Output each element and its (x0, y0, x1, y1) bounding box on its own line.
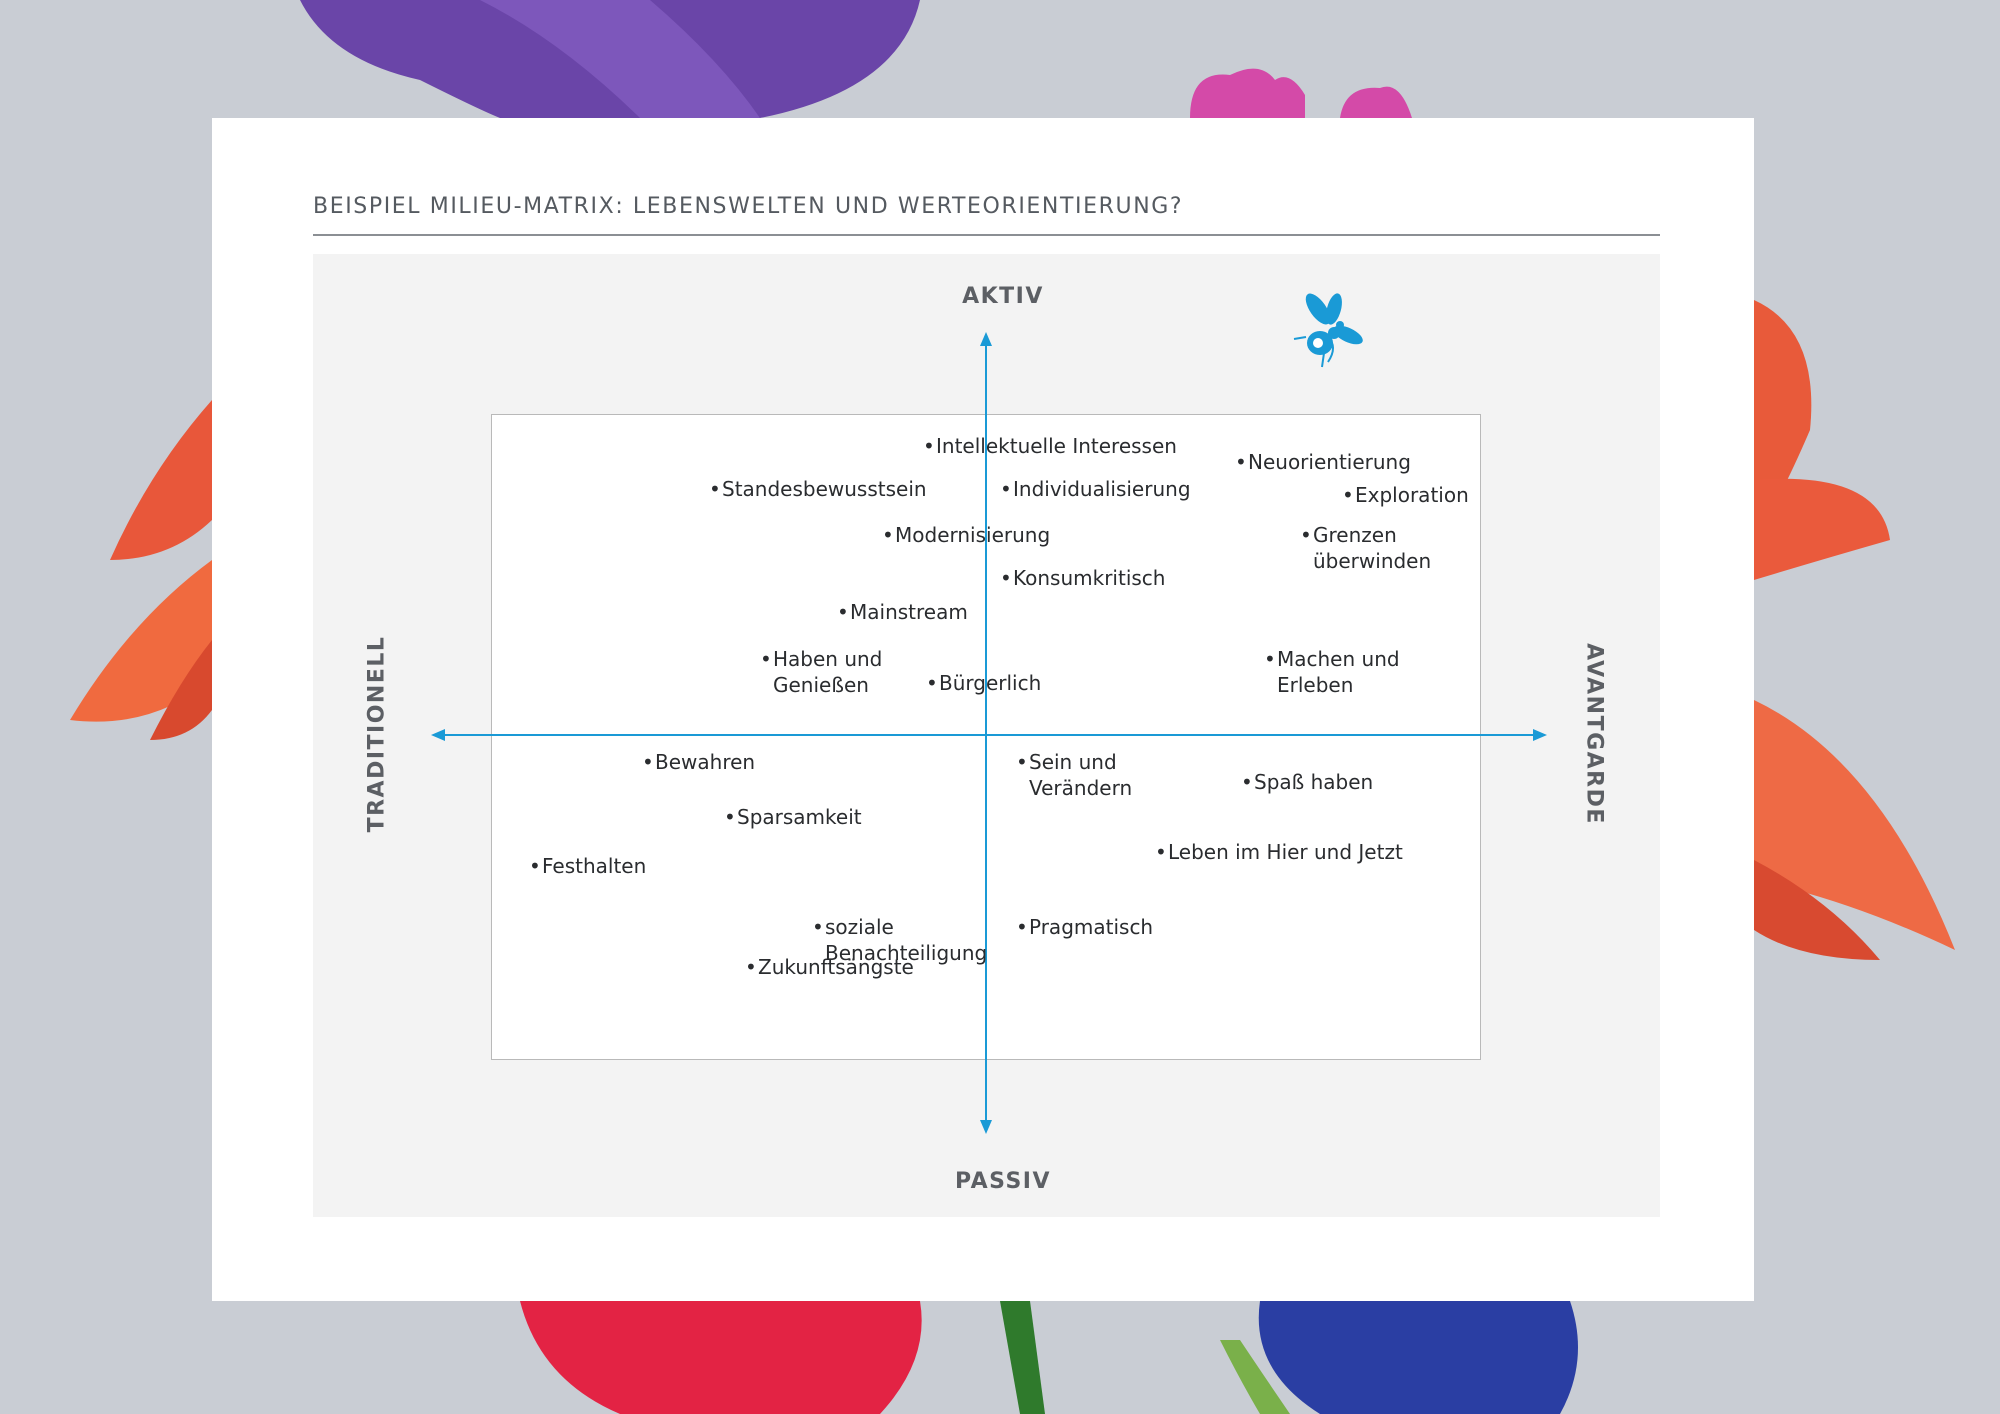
item-label: Individualisierung (1013, 477, 1191, 501)
item-label: Festhalten (542, 854, 647, 878)
matrix-panel: AKTIV PASSIV TRADITIONELL AVANTGARDE •In… (313, 254, 1660, 1217)
arrow-left (431, 729, 445, 741)
bee-icon (1293, 293, 1363, 368)
list-item: •Sein und Verändern (1016, 750, 1133, 800)
matrix-card: BEISPIEL MILIEU-MATRIX: LEBENSWELTEN UND… (212, 118, 1754, 1301)
item-label: Grenzen überwinden (1313, 523, 1432, 573)
axis-label-right-text: AVANTGARDE (1581, 643, 1607, 825)
list-item: •Leben im Hier und Jetzt (1155, 840, 1403, 864)
list-item: •Neuorientierung (1235, 450, 1411, 474)
axis-label-left-text: TRADITIONELL (364, 635, 390, 833)
item-label: Pragmatisch (1029, 915, 1154, 939)
list-item: •Exploration (1342, 483, 1469, 507)
list-item: •Intellektuelle Interessen (923, 434, 1177, 458)
item-label: Bewahren (655, 750, 756, 774)
list-item: •soziale Benachteiligung (812, 915, 988, 965)
arrow-up (980, 332, 992, 346)
item-label: Neuorientierung (1248, 450, 1411, 474)
item-label: Machen und Erleben (1277, 647, 1400, 697)
item-label: Bürgerlich (939, 671, 1042, 695)
item-label: Haben und Genießen (773, 647, 883, 697)
item-label: Spaß haben (1254, 770, 1374, 794)
item-label: Leben im Hier und Jetzt (1168, 840, 1403, 864)
list-item: •Pragmatisch (1016, 915, 1154, 939)
arrow-down (980, 1120, 992, 1134)
item-label: Konsumkritisch (1013, 566, 1166, 590)
list-item: •Mainstream (837, 600, 968, 624)
item-label: Sparsamkeit (737, 805, 862, 829)
list-item: •Bewahren (642, 750, 756, 774)
item-label: Mainstream (850, 600, 968, 624)
list-item: •Individualisierung (1000, 477, 1191, 501)
list-item: •Machen und Erleben (1264, 647, 1400, 697)
list-item: •Haben und Genießen (760, 647, 883, 697)
axis-label-top: AKTIV (962, 284, 1044, 309)
list-item: •Konsumkritisch (1000, 566, 1166, 590)
list-item: •Spaß haben (1241, 770, 1374, 794)
list-item: •Standesbewusstsein (709, 477, 927, 501)
item-label: Modernisierung (895, 523, 1051, 547)
list-item: •Festhalten (529, 854, 647, 878)
item-label: Sein und Verändern (1029, 750, 1133, 800)
title-divider (313, 234, 1660, 236)
item-label: Zukunftsängste (758, 955, 914, 979)
list-item: •Grenzen überwinden (1300, 523, 1432, 573)
axes (431, 332, 1547, 1134)
list-item: •Sparsamkeit (724, 805, 862, 829)
list-item: •Modernisierung (882, 523, 1051, 547)
item-label: Standesbewusstsein (722, 477, 927, 501)
axis-label-bottom: PASSIV (954, 1169, 1052, 1194)
list-item: •Bürgerlich (926, 671, 1042, 695)
arrow-right (1533, 729, 1547, 741)
item-label: Intellektuelle Interessen (936, 434, 1177, 458)
item-label: soziale Benachteiligung (825, 915, 988, 965)
item-label: Exploration (1355, 483, 1469, 507)
page-title: BEISPIEL MILIEU-MATRIX: LEBENSWELTEN UND… (313, 194, 1184, 219)
list-item: •Zukunftsängste (745, 955, 914, 979)
